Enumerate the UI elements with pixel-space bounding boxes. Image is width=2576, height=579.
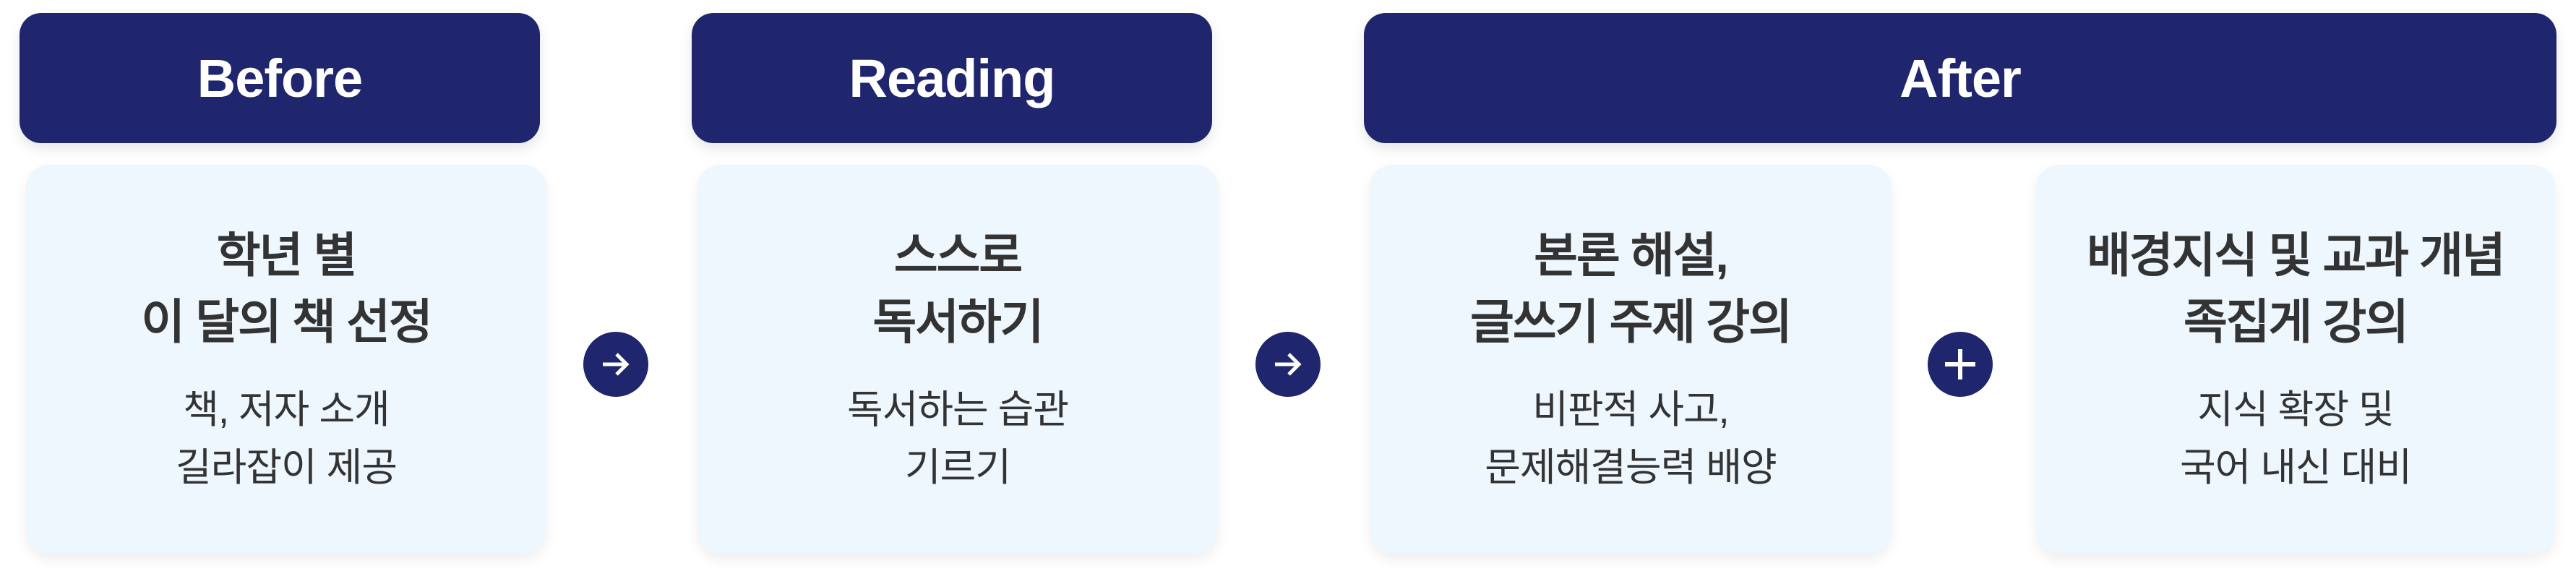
card-description: 책, 저자 소개 길라잡이 제공 [175,388,398,489]
card-description: 독서하는 습관 기르기 [846,388,1069,489]
arrow-connector [1255,332,1321,397]
arrow-connector [583,332,648,397]
card-title: 본론 해설, 글쓰기 주제 강의 [1470,228,1793,348]
phase-header-before: Before [20,13,540,143]
card-title: 배경지식 및 교과 개념 족집게 강의 [2087,228,2505,348]
phase-header-label: Reading [849,48,1056,108]
step-card-lecture: 본론 해설, 글쓰기 주제 강의 비판적 사고, 문제해결능력 배양 [1370,165,1892,554]
card-title: 스스로 독서하기 [872,228,1044,348]
phase-header-reading: Reading [692,13,1212,143]
phase-header-label: After [1899,48,2022,108]
step-card-background-knowledge: 배경지식 및 교과 개념 족집게 강의 지식 확장 및 국어 내신 대비 [2036,165,2555,554]
card-description: 비판적 사고, 문제해결능력 배양 [1485,388,1777,489]
arrow-right-icon [1275,353,1302,376]
phase-header-after: After [1364,13,2556,143]
step-card-book-selection: 학년 별 이 달의 책 선정 책, 저자 소개 길라잡이 제공 [26,165,546,554]
arrow-right-icon [603,353,630,376]
step-card-self-reading: 스스로 독서하기 독서하는 습관 기르기 [697,165,1218,554]
card-description: 지식 확장 및 국어 내신 대비 [2179,388,2412,489]
plus-connector [1928,332,1993,397]
plus-icon [1945,349,1975,379]
card-title: 학년 별 이 달의 책 선정 [141,228,432,348]
phase-header-label: Before [197,48,363,108]
